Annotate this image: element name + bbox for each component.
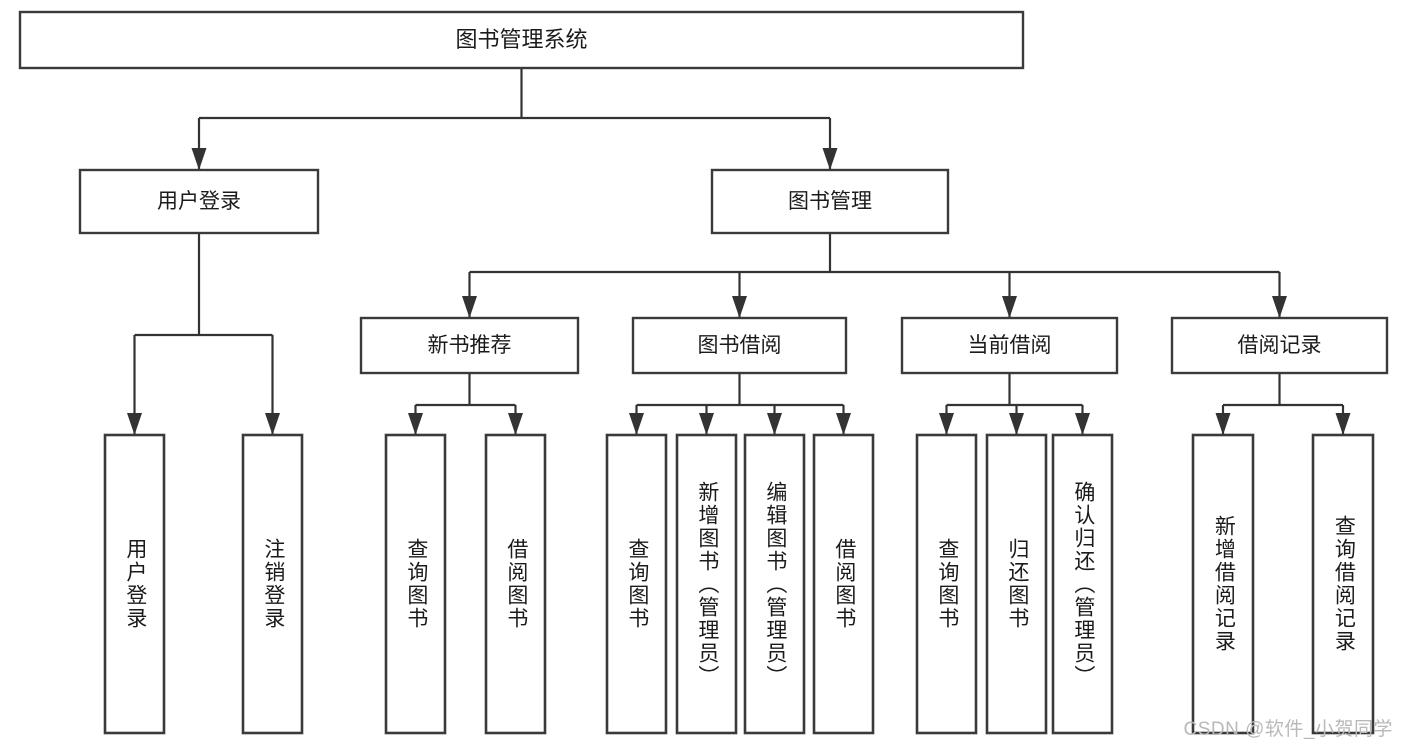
node-box-borrow-record[interactable] [1170,316,1389,375]
node-label-book-borrow: 图书借阅 [698,334,782,357]
node-box-leaf-query-book-2[interactable] [605,433,668,735]
node-label-borrow-record: 借阅记录 [1238,334,1322,357]
arrow-head-icon [1075,413,1090,435]
arrow-head-icon [1009,413,1024,435]
arrow-head-icon [1002,296,1017,318]
arrow-head-icon [767,413,782,435]
node-box-leaf-borrow-book-1[interactable] [484,433,547,735]
arrow-head-icon [939,413,954,435]
box-layer [18,10,1389,735]
watermark: CSDN @软件_小贺同学 [1183,719,1393,740]
arrow-head-icon [1215,413,1231,435]
arrow-head-icon [127,413,142,435]
node-box-leaf-return-book[interactable] [985,433,1048,735]
node-box-book-borrow[interactable] [631,316,848,375]
node-box-book-manage[interactable] [710,168,950,235]
node-label-user-login: 用户登录 [157,190,241,213]
node-box-leaf-borrow-book-2[interactable] [812,433,875,735]
arrow-head-icon [462,296,477,318]
node-box-user-login[interactable] [78,168,320,235]
arrow-head-icon [732,296,747,318]
arrow-head-icon [1335,413,1351,435]
node-box-root[interactable] [18,10,1025,70]
arrow-head-icon [836,413,851,435]
arrow-head-icon [629,413,644,435]
node-box-current-borrow[interactable] [900,316,1119,375]
node-label-current-borrow: 当前借阅 [968,334,1052,357]
node-box-leaf-confirm-return[interactable] [1051,433,1114,735]
node-box-leaf-query-book-1[interactable] [384,433,447,735]
node-label-book-manage: 图书管理 [788,190,872,213]
node-box-leaf-query-record[interactable] [1311,433,1375,735]
arrow-head-icon [265,413,280,435]
node-label-new-book-rec: 新书推荐 [428,334,512,357]
arrow-head-icon [191,148,207,170]
node-label-root: 图书管理系统 [455,27,587,52]
node-box-new-book-rec[interactable] [359,316,580,375]
node-box-leaf-logout[interactable] [241,433,304,735]
node-box-leaf-add-record[interactable] [1191,433,1255,735]
node-box-leaf-query-book-3[interactable] [915,433,978,735]
node-box-leaf-user-login[interactable] [103,433,166,735]
arrow-head-icon [408,413,423,435]
arrow-head-icon [822,148,838,170]
arrow-head-icon [699,413,714,435]
arrow-head-icon [508,413,523,435]
node-box-leaf-edit-book[interactable] [743,433,806,735]
node-box-leaf-add-book[interactable] [675,433,738,735]
arrow-head-icon [1272,296,1287,318]
connector-layer [127,68,1351,435]
